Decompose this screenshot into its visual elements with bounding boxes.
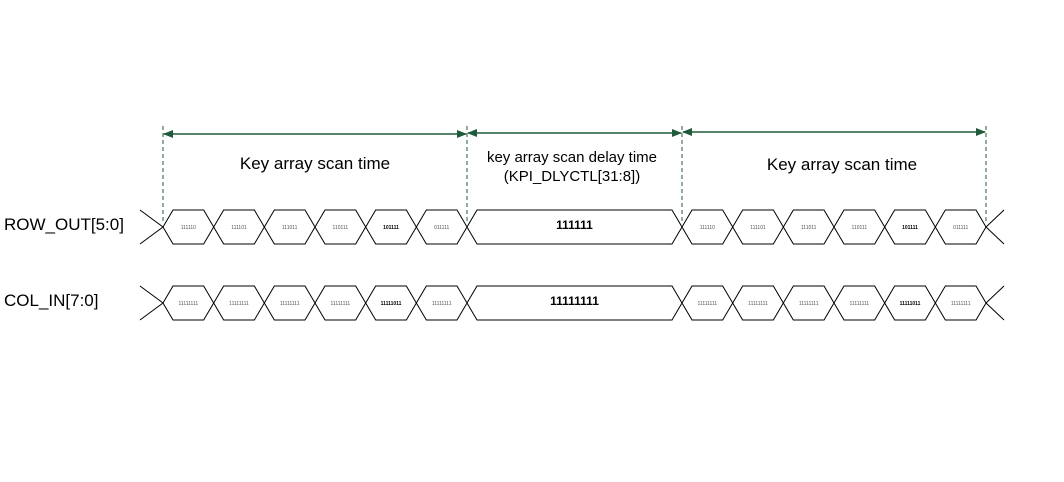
scan1-cell-4-value: 11111011 <box>381 301 402 307</box>
scan2-cell-3-value: 110111 <box>852 225 868 231</box>
delay-label-line2: (KPI_DLYCTL[31:8]) <box>504 168 640 185</box>
scan2-cell-2-value: 11111111 <box>799 301 819 307</box>
delay-cell-value: 11111111 <box>550 294 599 308</box>
row-out-signal-label: ROW_OUT[5:0] <box>4 215 124 234</box>
scan1-cell-4-value: 101111 <box>383 225 399 231</box>
scan2-cell-4-value: 11111011 <box>900 301 921 307</box>
scan2-cell-2-value: 111011 <box>801 225 817 231</box>
scan1-cell-3-value: 11111111 <box>331 301 351 307</box>
scan2-cell-5-value: 11111111 <box>951 301 971 307</box>
leading-stub <box>139 285 164 321</box>
scan2-cell-0-value: 11111111 <box>698 301 718 307</box>
scan1-cell-0-value: 111110 <box>181 225 196 231</box>
scan2-cell-5-value: 011111 <box>953 225 968 231</box>
scan2-cell-0-value: 111110 <box>700 225 715 231</box>
scan2-cell-4-value: 101111 <box>902 225 918 231</box>
scan1-cell-1-value: 11111111 <box>229 301 249 307</box>
scan1-cell-2-value: 11111111 <box>280 301 300 307</box>
row-out-waveform: 111110 111101 111011 110111 101111 011111 1111… <box>139 209 1005 245</box>
scan1-cell-1-value: 111101 <box>231 225 247 231</box>
scan1-cell-5-value: 11111111 <box>432 301 452 307</box>
scan2-cell-1-value: 11111111 <box>748 301 768 307</box>
scan1-label: Key array scan time <box>240 154 390 173</box>
scan2-label: Key array scan time <box>767 155 917 174</box>
delay-label-line1: key array scan delay time <box>487 149 657 166</box>
scan2-cell-1-value: 111101 <box>750 225 766 231</box>
scan1-cell-2-value: 111011 <box>282 225 298 231</box>
leading-stub <box>139 209 164 245</box>
col-in-signal-label: COL_IN[7:0] <box>4 291 99 310</box>
trailing-stub <box>985 209 1005 245</box>
scan2-cell-3-value: 11111111 <box>850 301 870 307</box>
scan1-cell-5-value: 011111 <box>434 225 449 231</box>
col-in-waveform: 11111111 11111111 11111111 11111111 11111011… <box>139 285 1005 321</box>
delay-cell-value: 111111 <box>556 218 593 232</box>
trailing-stub <box>985 285 1005 321</box>
scan1-cell-3-value: 110111 <box>333 225 349 231</box>
scan1-cell-0-value: 11111111 <box>179 301 199 307</box>
